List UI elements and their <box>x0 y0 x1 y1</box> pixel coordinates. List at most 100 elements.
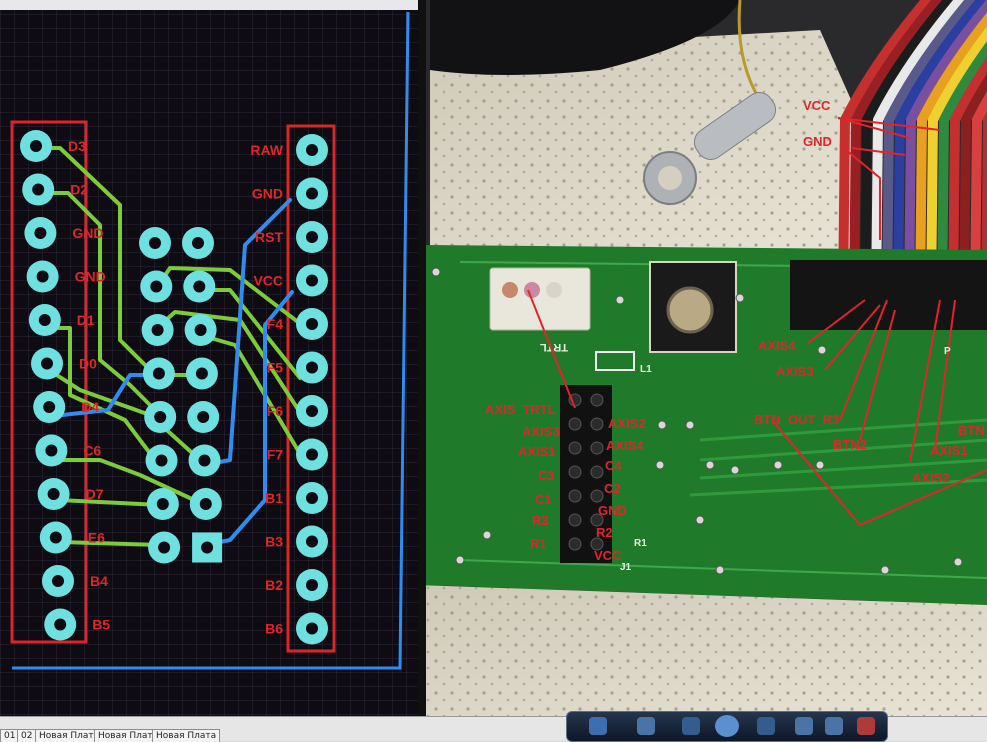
right-pin-label: RAW <box>250 142 283 158</box>
slideshow-icon[interactable] <box>715 715 739 737</box>
right-pin-label: B3 <box>265 534 283 550</box>
right-header-pad <box>296 569 328 601</box>
middle-pad <box>139 227 171 259</box>
middle-pad <box>141 314 174 346</box>
header-right-label-5: R2 <box>596 525 613 540</box>
header-right-label-1: AXIS4 <box>606 438 644 453</box>
zoom-icon[interactable] <box>589 717 607 735</box>
right-header-outline <box>286 124 336 653</box>
right-header-pad <box>296 221 328 253</box>
left-pin-label: B4 <box>90 573 108 589</box>
left-header-outline <box>10 120 88 644</box>
middle-pad <box>182 227 214 259</box>
right-pin-label: B6 <box>265 621 283 637</box>
tab-new-board-3[interactable]: Новая Плата <box>152 729 221 742</box>
right-pin-label: VCC <box>253 273 283 289</box>
rotate-right-icon[interactable] <box>825 717 843 735</box>
header-right-label-6: VCC <box>594 548 622 563</box>
pin-header <box>560 385 612 563</box>
middle-pad <box>145 444 178 477</box>
header-right-label-2: C4 <box>605 458 622 473</box>
right-header-pad <box>296 264 328 297</box>
left-header-pad <box>26 260 59 293</box>
left-header-pad <box>33 391 66 423</box>
label-vcc: VCC <box>803 98 831 113</box>
silk-r1: R1 <box>634 538 647 549</box>
middle-pad <box>187 401 220 433</box>
left-header-pads <box>20 130 77 641</box>
tab-02[interactable]: 02 <box>17 729 37 742</box>
header-left-label-5: R3 <box>532 513 549 528</box>
cable-label-axis4: AXIS4 <box>758 338 796 353</box>
left-header-pad <box>35 434 68 467</box>
header-pin <box>590 537 604 551</box>
ribbon-cable <box>838 0 987 301</box>
grid-background <box>0 0 418 716</box>
right-header-pads <box>296 134 328 645</box>
left-pin-label: D2 <box>70 182 88 198</box>
middle-pad <box>148 531 181 564</box>
image-viewer-toolbar <box>566 711 888 742</box>
left-header-pad <box>44 608 77 641</box>
fit-window-icon[interactable] <box>637 717 655 735</box>
header-right-label-3: C2 <box>604 481 621 496</box>
right-header-pad <box>296 308 328 340</box>
header-pin <box>590 489 604 503</box>
left-pin-label: D3 <box>68 138 86 154</box>
middle-component-pads <box>139 227 223 564</box>
silk-p: P <box>944 346 951 357</box>
tab-new-board-1[interactable]: Новая Плата <box>35 729 104 742</box>
header-pin <box>568 465 582 479</box>
left-header-pad <box>28 304 61 336</box>
left-header-pad <box>22 173 55 206</box>
left-pin-label: D4 <box>81 399 99 415</box>
trtl-silk-label: TRTL <box>540 341 568 353</box>
left-header-pad <box>37 478 70 510</box>
header-pin <box>590 513 604 527</box>
middle-pad <box>184 314 217 346</box>
board-outline <box>12 11 410 670</box>
silk-l1: L1 <box>640 364 652 375</box>
right-header-pad <box>296 351 328 384</box>
next-icon[interactable] <box>757 717 775 735</box>
previous-icon[interactable] <box>682 717 700 735</box>
cable-label-axis2: AXIS2 <box>912 470 950 485</box>
left-header-pad <box>39 521 72 554</box>
photo-drawing: TRTL L1 VCC <box>418 0 987 716</box>
label-gnd: GND <box>803 134 832 149</box>
header-pin <box>590 465 604 479</box>
header-left-label-4: C1 <box>535 492 552 507</box>
right-header-pad <box>296 177 328 210</box>
middle-pad <box>140 270 173 303</box>
left-header-pad <box>31 347 63 380</box>
middle-pad <box>142 357 175 390</box>
middle-pad <box>144 401 177 433</box>
annotated-photo: TRTL L1 VCC <box>418 0 987 716</box>
cable-label-axis3: AXIS3 <box>776 364 814 379</box>
right-pin-label: B2 <box>265 577 283 593</box>
right-pin-label: F7 <box>267 447 284 463</box>
header-pin <box>590 441 604 455</box>
middle-pad <box>183 270 216 303</box>
middle-pad <box>146 488 179 520</box>
right-pin-label: B1 <box>265 490 283 506</box>
delete-icon[interactable] <box>857 717 875 735</box>
trtl-connector <box>489 267 591 331</box>
right-header-pad <box>296 482 328 514</box>
middle-pad <box>188 444 221 477</box>
right-header-pad <box>296 134 328 166</box>
rotate-left-icon[interactable] <box>795 717 813 735</box>
left-pin-label: D1 <box>77 312 95 328</box>
left-pin-label: GND <box>75 269 106 285</box>
header-left-label-6: R1 <box>530 536 547 551</box>
left-pin-label: E6 <box>88 530 105 546</box>
header-left-label-3: C3 <box>538 468 555 483</box>
left-pin-label: D0 <box>79 356 97 372</box>
annotation-lines <box>527 117 987 527</box>
left-header-pad <box>24 217 57 249</box>
header-left-label-1: AXIS3 <box>522 424 560 439</box>
header-pin <box>568 441 582 455</box>
right-header-pad <box>296 395 328 427</box>
